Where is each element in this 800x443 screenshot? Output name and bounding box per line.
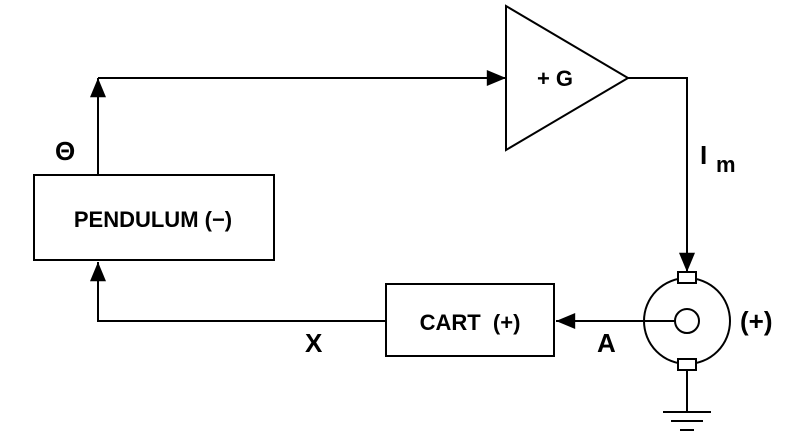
current-label-main: I [700, 140, 707, 170]
amplifier-block: + G [505, 4, 630, 152]
acceleration-label: A [597, 328, 616, 358]
theta-signal-line [90, 70, 506, 175]
cart-block: CART (+) [385, 283, 555, 357]
current-label-subscript: m [716, 152, 736, 177]
arrow-head-icon [90, 262, 386, 322]
pendulum-block: PENDULUM (−) [33, 174, 275, 261]
motor-icon [643, 271, 731, 371]
position-signal-line [90, 262, 386, 322]
theta-label: Θ [55, 136, 75, 166]
amplifier-label: + G [537, 66, 573, 91]
current-label: I m [700, 140, 736, 177]
position-label: X [305, 328, 323, 358]
current-signal-line [628, 77, 695, 272]
pendulum-label: PENDULUM (−) [74, 207, 232, 232]
arrow-head-icon [628, 77, 695, 272]
cart-label: CART (+) [420, 310, 521, 335]
motor-sign-label: (+) [740, 306, 773, 336]
ground-icon [663, 370, 711, 431]
